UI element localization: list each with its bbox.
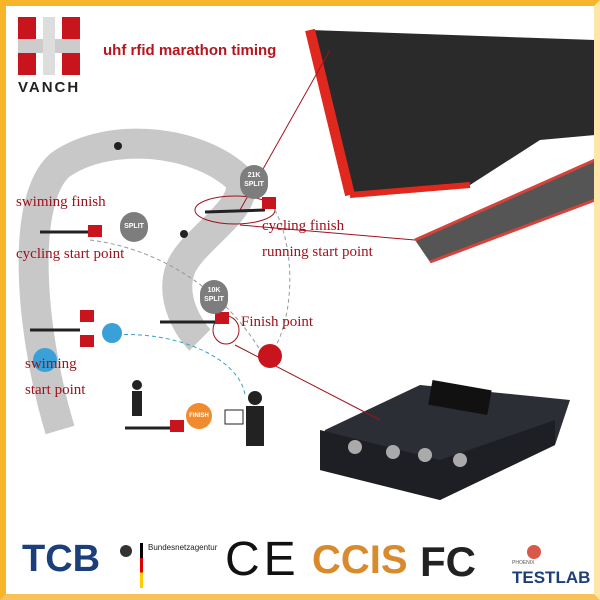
race-track	[18, 128, 256, 435]
cert-bundesnetzagentur: Bundesnetzagentur	[148, 543, 218, 552]
label-finish-point: Finish point	[241, 314, 314, 330]
label-cycling-start: cycling start point	[16, 246, 125, 262]
bike-icon	[102, 323, 122, 343]
label-swimming-start-2: start point	[25, 382, 86, 398]
cert-tcb: TCB	[22, 538, 101, 580]
cert-testlab: TESTLAB	[512, 568, 591, 587]
cert-fc: FC	[420, 538, 476, 585]
cloud-icon	[258, 344, 282, 368]
cert-ce: CE	[225, 533, 300, 586]
vanch-logo	[18, 17, 80, 75]
swim-icon	[33, 348, 57, 372]
german-flag-bar	[140, 543, 143, 588]
cert-ccis: CCIS	[312, 538, 408, 582]
label-swimming-finish: swiming finish	[16, 194, 106, 210]
label-swimming-start: swiming	[25, 356, 77, 372]
runner-icon	[180, 230, 188, 238]
label-running-start: running start point	[262, 244, 373, 260]
rfid-reader-image	[320, 379, 570, 500]
operator-figure	[224, 391, 264, 446]
testlab-logo-icon	[527, 545, 541, 559]
eagle-icon	[120, 545, 132, 557]
split-marker: SPLIT	[120, 212, 148, 242]
cert-testlab-small: PHOENIX	[512, 560, 535, 566]
timing-mat-image	[305, 28, 596, 264]
page-title: uhf rfid marathon timing	[103, 42, 277, 59]
finish-badge: FINISH	[186, 403, 212, 429]
label-cycling-finish: cycling finish	[262, 218, 345, 234]
runner-icon	[114, 142, 122, 150]
spectator-figure	[132, 380, 142, 416]
logo-text: VANCH	[18, 79, 81, 96]
